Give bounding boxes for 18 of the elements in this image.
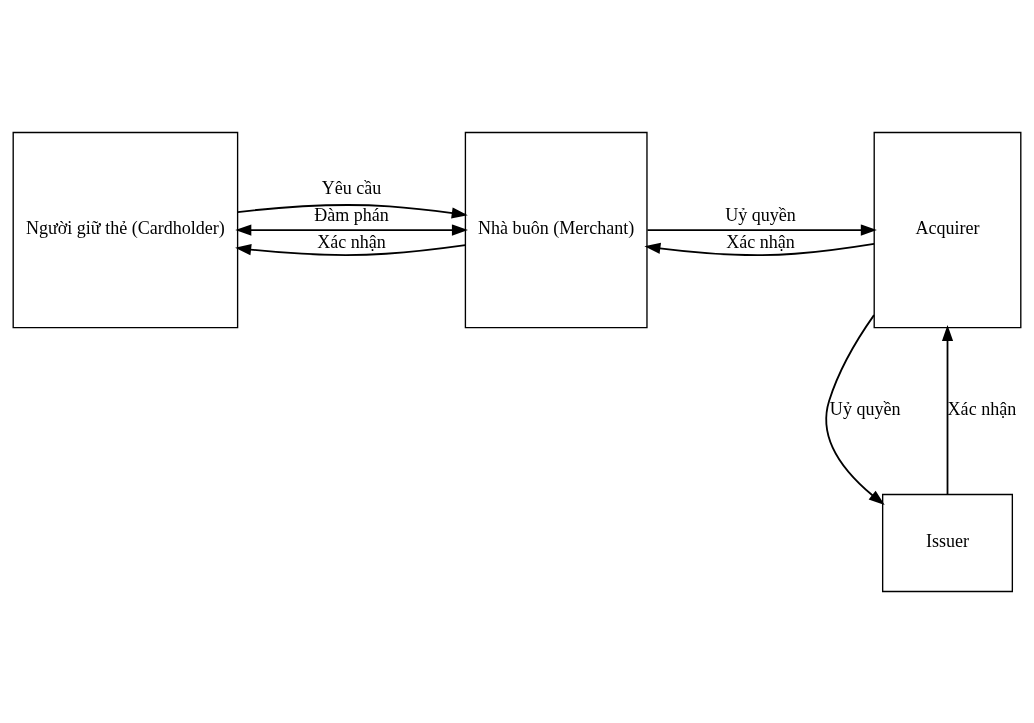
arrow <box>825 313 885 505</box>
node-box: Nhà buôn (Merchant) <box>464 131 648 328</box>
node-box: Người giữ thẻ (Cardholder) <box>12 131 239 328</box>
arrow <box>644 242 875 256</box>
edge-label: Đàm phán <box>314 204 389 225</box>
edge-label: Uỷ quyền <box>725 204 796 225</box>
edge-label: Xác nhận <box>317 231 386 252</box>
edge-label: Uỷ quyền <box>829 398 901 419</box>
arrow <box>941 324 954 495</box>
arrow <box>646 223 877 236</box>
edge-label: Yêu cầu <box>321 177 382 198</box>
arrow <box>235 243 467 256</box>
node-box: Acquirer <box>873 131 1022 328</box>
edge-label: Xác nhận <box>726 231 795 252</box>
arrow <box>236 203 468 218</box>
arrow <box>235 223 468 236</box>
node-box: Issuer <box>882 493 1014 592</box>
edge-label: Xác nhận <box>947 398 1017 419</box>
